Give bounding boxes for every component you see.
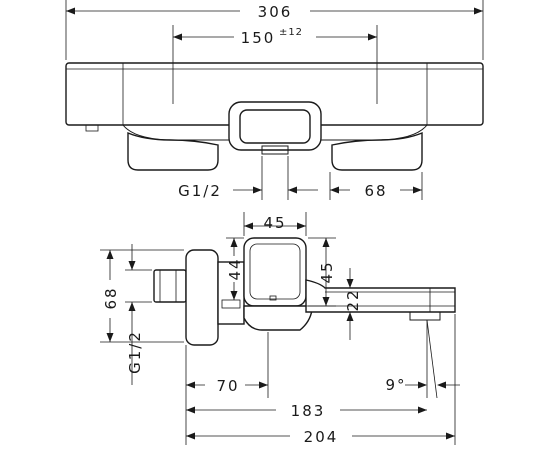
dim-handle-spacing: 150 ±12	[172, 25, 378, 104]
total-projection-label: 204	[304, 428, 339, 446]
dim-wall-to-body: 70	[185, 332, 269, 445]
dim-spout-height: 22	[344, 268, 362, 340]
dim-upper-offset: 44	[226, 237, 244, 300]
left-fitting	[85, 124, 99, 132]
dim-body-height: 45	[308, 237, 336, 307]
inlet-connector	[153, 269, 187, 303]
inlet-thread-top-label: G1/2	[178, 182, 222, 200]
lower-body	[243, 305, 313, 331]
inlet-height-label: 68	[102, 286, 120, 309]
handle-left	[127, 131, 219, 171]
control-marker	[269, 295, 277, 301]
wall-rosette	[185, 249, 219, 346]
handle-right	[331, 131, 423, 171]
spout	[305, 279, 456, 313]
side-view: 45 45 44 68	[100, 212, 460, 446]
aerator	[409, 311, 441, 321]
dim-inlet-thread-side: G1/2	[100, 244, 184, 385]
wall-to-outlet-label: 183	[291, 402, 326, 420]
spout-angle-label: 9°	[385, 376, 406, 394]
dim-spout-angle: 9°	[385, 319, 460, 399]
body-nut	[221, 299, 241, 309]
inlet-thread-side-label: G1/2	[126, 330, 144, 374]
handle-spacing-label: 150	[241, 29, 276, 47]
dim-body-width: 45	[243, 212, 307, 236]
outlet-offset-label: 68	[364, 182, 387, 200]
top-view: 306 150 ±12 G1/2 6	[65, 0, 484, 200]
dim-wall-to-outlet: 183	[186, 402, 427, 420]
spout-height-label: 22	[344, 288, 362, 311]
control-cube-inner	[249, 243, 301, 300]
body-height-label: 45	[318, 260, 336, 283]
dim-outlet-offset: G1/2 68	[178, 156, 423, 200]
wall-to-body-label: 70	[216, 377, 239, 395]
body-width-label: 45	[263, 214, 286, 232]
body-connector	[217, 261, 245, 325]
overall-width-label: 306	[258, 3, 293, 21]
handle-spacing-tolerance: ±12	[279, 27, 303, 38]
dim-total-projection: 204	[186, 314, 456, 446]
dim-inlet-height: 68	[100, 249, 184, 342]
upper-offset-label: 44	[226, 257, 244, 280]
dim-overall-width: 306	[65, 0, 484, 60]
shelf-button-inner	[239, 109, 311, 144]
